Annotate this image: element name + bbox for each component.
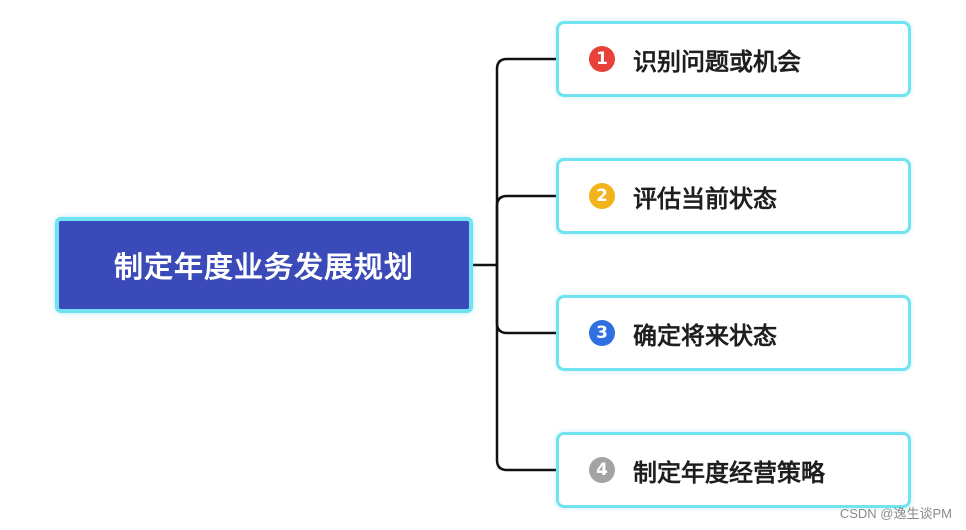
connector-branch-1 (495, 57, 556, 265)
watermark: CSDN @逸生谈PM (839, 506, 952, 521)
root-node[interactable]: 制定年度业务发展规划 (55, 217, 473, 313)
branch-node-4[interactable]: 4 制定年度经营策略 (556, 432, 911, 508)
number-badge-1: 1 (589, 46, 615, 72)
number-badge-2: 2 (589, 183, 615, 209)
branch-node-label: 评估当前状态 (633, 184, 777, 213)
connector-branch-2 (495, 194, 556, 265)
branch-node-label: 确定将来状态 (633, 321, 777, 350)
number-badge-4: 4 (589, 457, 615, 483)
branch-node-2[interactable]: 2 评估当前状态 (556, 158, 911, 234)
branch-node-label: 制定年度经营策略 (633, 458, 825, 487)
branch-node-1[interactable]: 1 识别问题或机会 (556, 21, 911, 97)
branch-node-label: 识别问题或机会 (633, 47, 801, 76)
connector-branch-3 (495, 265, 556, 335)
branch-node-3[interactable]: 3 确定将来状态 (556, 295, 911, 371)
root-node-label: 制定年度业务发展规划 (113, 250, 414, 284)
number-badge-3: 3 (589, 320, 615, 346)
connector-branch-4 (495, 265, 556, 472)
